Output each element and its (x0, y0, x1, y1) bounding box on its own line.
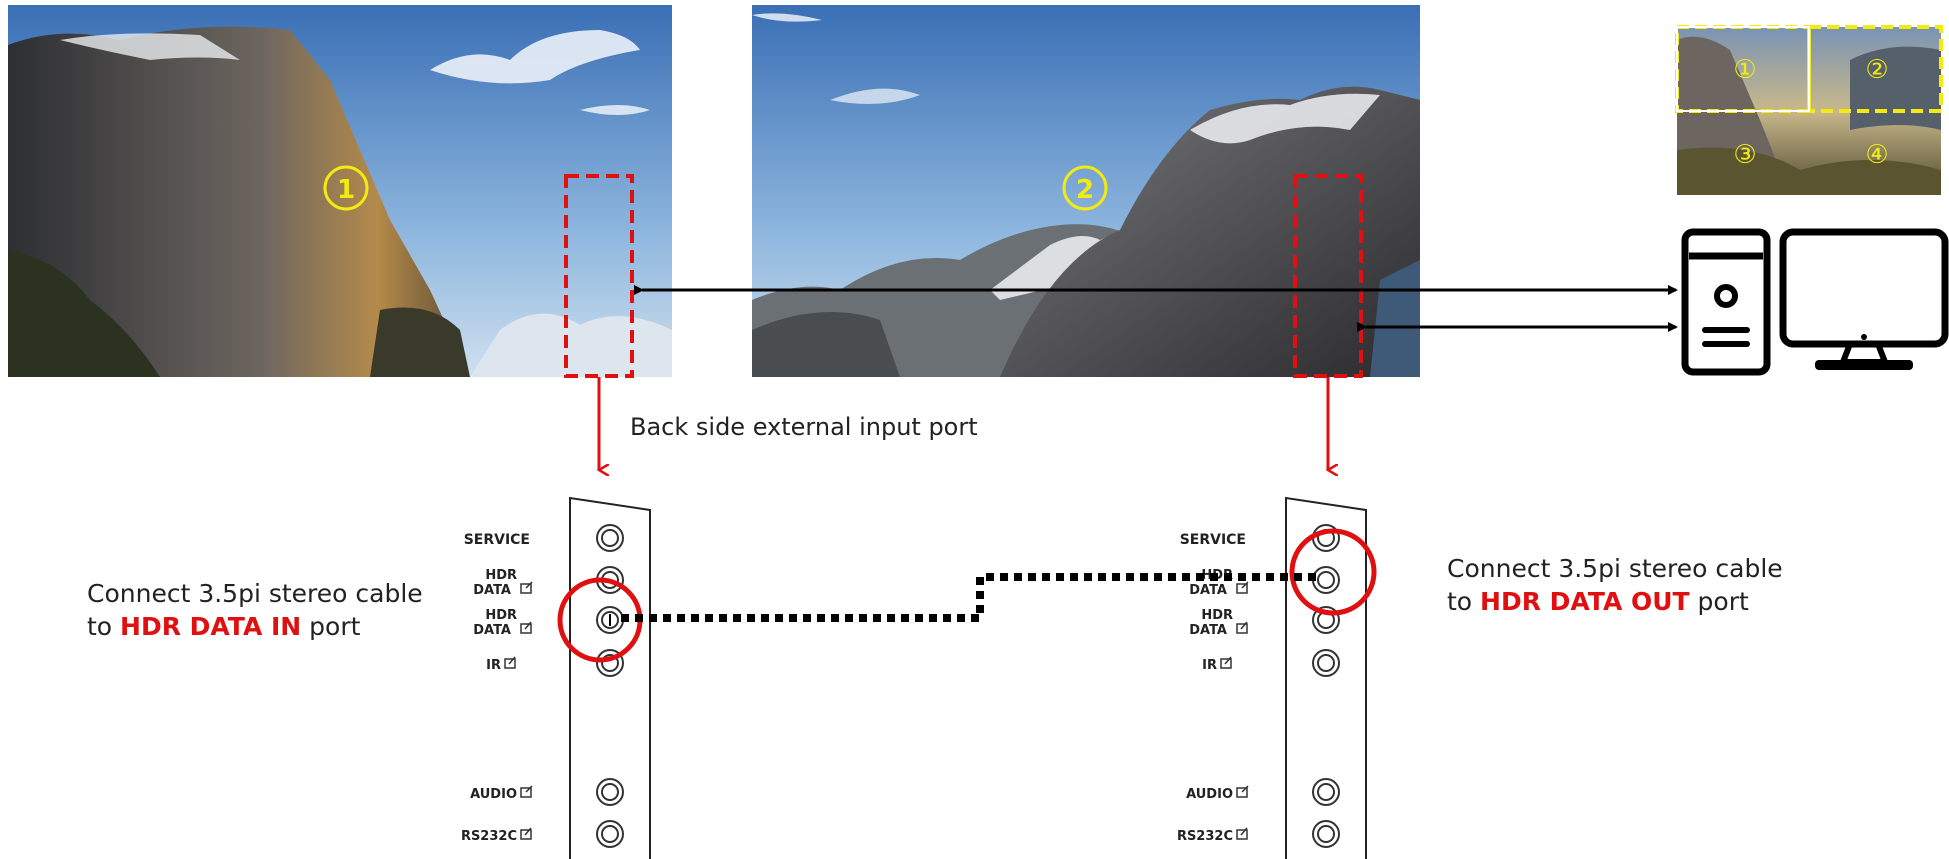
monitor-icon (1779, 228, 1949, 370)
left-port-panel: SERVICE HDR DATA HDR DATA IR AUDIO RS232… (461, 496, 651, 859)
right-label-audio: AUDIO (1186, 787, 1233, 802)
right-label-hdr-out-2: DATA (1189, 583, 1227, 598)
left-label-service: SERVICE (464, 532, 530, 548)
right-caption-line2: to HDR DATA OUT port (1447, 585, 1783, 618)
screen-2-label: 2 (1062, 165, 1108, 211)
right-hdr-out-highlight-circle (1289, 528, 1377, 616)
left-label-rs232c: RS232C (461, 829, 517, 844)
right-label-service: SERVICE (1180, 532, 1246, 548)
left-label-audio: AUDIO (470, 787, 517, 802)
left-caption-post: port (301, 612, 361, 641)
left-service-port (596, 524, 624, 552)
screen-1-label: 1 (323, 165, 369, 211)
right-caption-post: port (1689, 587, 1749, 616)
left-audio-port (596, 778, 624, 806)
left-port-direction-icons (504, 581, 533, 840)
right-label-hdr-in-2: DATA (1189, 623, 1227, 638)
right-label-hdr-in-1: HDR (1201, 608, 1233, 623)
right-rs232c-port (1312, 820, 1340, 848)
display-screen-2 (752, 5, 1420, 378)
right-caption-port-name: HDR DATA OUT (1480, 587, 1690, 616)
pc-tower-icon (1681, 228, 1771, 376)
svg-text:2: 2 (1076, 175, 1094, 205)
svg-text:1: 1 (337, 175, 355, 205)
left-label-hdr-in-2: DATA (473, 623, 511, 638)
left-rs232c-port (596, 820, 624, 848)
right-label-ir: IR (1202, 658, 1217, 673)
right-port-direction-icons (1220, 581, 1249, 840)
left-caption-line1: Connect 3.5pi stereo cable (87, 579, 423, 608)
thumbnail-label-2: ② (1865, 55, 1888, 85)
display-screen-1 (8, 5, 672, 378)
left-caption-port-name: HDR DATA IN (120, 612, 302, 641)
right-instruction-caption: Connect 3.5pi stereo cable to HDR DATA O… (1447, 552, 1783, 618)
right-caption-line1: Connect 3.5pi stereo cable (1447, 554, 1783, 583)
thumbnail-label-4: ④ (1865, 140, 1888, 170)
video-wall-thumbnail: ① ② ③ ④ (1675, 25, 1943, 195)
screen-1-port-area-highlight (564, 174, 634, 378)
screen-2-port-area-highlight (1293, 174, 1363, 378)
right-audio-port (1312, 778, 1340, 806)
right-caption-pre: to (1447, 587, 1481, 616)
thumbnail-label-3: ③ (1733, 140, 1756, 170)
stereo-cable-dotted-line (621, 573, 1318, 622)
left-label-hdr-out-2: DATA (473, 583, 511, 598)
back-side-caption: Back side external input port (630, 413, 978, 441)
right-ir-port (1312, 649, 1340, 677)
right-port-panel: SERVICE HDR DATA HDR DATA IR AUDIO RS232… (1177, 496, 1377, 859)
left-caption-pre: to (87, 612, 121, 641)
left-label-hdr-in-1: HDR (485, 608, 517, 623)
left-ir-port (596, 649, 624, 677)
thumbnail-label-1: ① (1733, 55, 1756, 85)
left-caption-line2: to HDR DATA IN port (87, 610, 423, 643)
left-label-hdr-out-1: HDR (485, 568, 517, 583)
left-label-ir: IR (486, 658, 501, 673)
left-instruction-caption: Connect 3.5pi stereo cable to HDR DATA I… (87, 577, 423, 643)
right-label-rs232c: RS232C (1177, 829, 1233, 844)
